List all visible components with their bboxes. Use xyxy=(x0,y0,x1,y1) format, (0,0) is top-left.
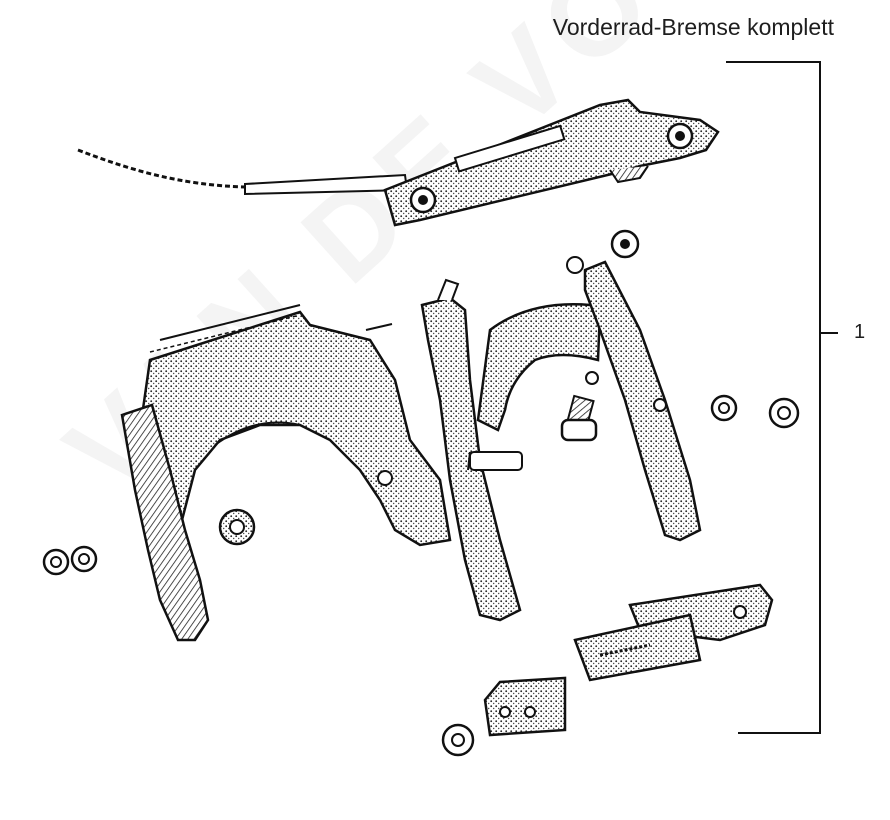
left-brake-shoe xyxy=(120,403,210,642)
brake-cable xyxy=(77,148,409,196)
brake-lever-arm xyxy=(383,98,720,227)
callout-bracket xyxy=(726,61,838,734)
diagram-title: Vorderrad-Bremse komplett xyxy=(552,14,834,40)
right-caliper-half xyxy=(476,260,702,542)
left-caliper-half xyxy=(138,304,452,562)
callout-number: 1 xyxy=(854,321,866,343)
small-bracket xyxy=(441,676,567,757)
top-nuts xyxy=(566,229,640,274)
left-nuts xyxy=(42,508,256,576)
pivot-bolt xyxy=(560,394,598,442)
right-nuts xyxy=(710,394,800,429)
center-brake-arm xyxy=(420,278,523,622)
pad-adjuster xyxy=(573,583,774,682)
